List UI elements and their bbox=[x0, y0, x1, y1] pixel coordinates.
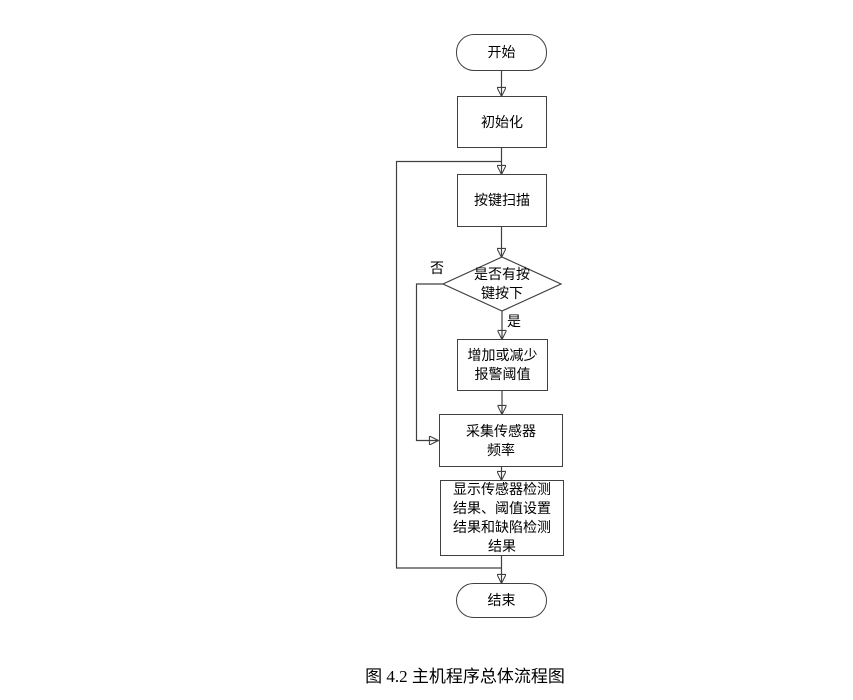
node-collect-frequency: 采集传感器 频率 bbox=[439, 414, 563, 467]
edge-decision-collect-no bbox=[415, 283, 443, 441]
figure-caption: 图 4.2 主机程序总体流程图 bbox=[365, 667, 565, 686]
edge-loopback-line bbox=[395, 160, 502, 569]
node-end: 结束 bbox=[456, 583, 547, 618]
node-adjust-threshold: 增加或减少 报警阈值 bbox=[457, 339, 548, 391]
node-decision-label: 是否有按 键按下 bbox=[474, 266, 530, 301]
edge-label-yes: 是 bbox=[507, 313, 521, 329]
decision-diamond bbox=[441, 256, 563, 312]
node-start: 开始 bbox=[456, 34, 547, 71]
edge-label-no: 否 bbox=[430, 260, 444, 276]
node-key-scan: 按键扫描 bbox=[457, 174, 547, 227]
node-display-results: 显示传感器检测 结果、阈值设置 结果和缺陷检测 结果 bbox=[440, 480, 564, 556]
node-init: 初始化 bbox=[457, 96, 547, 148]
